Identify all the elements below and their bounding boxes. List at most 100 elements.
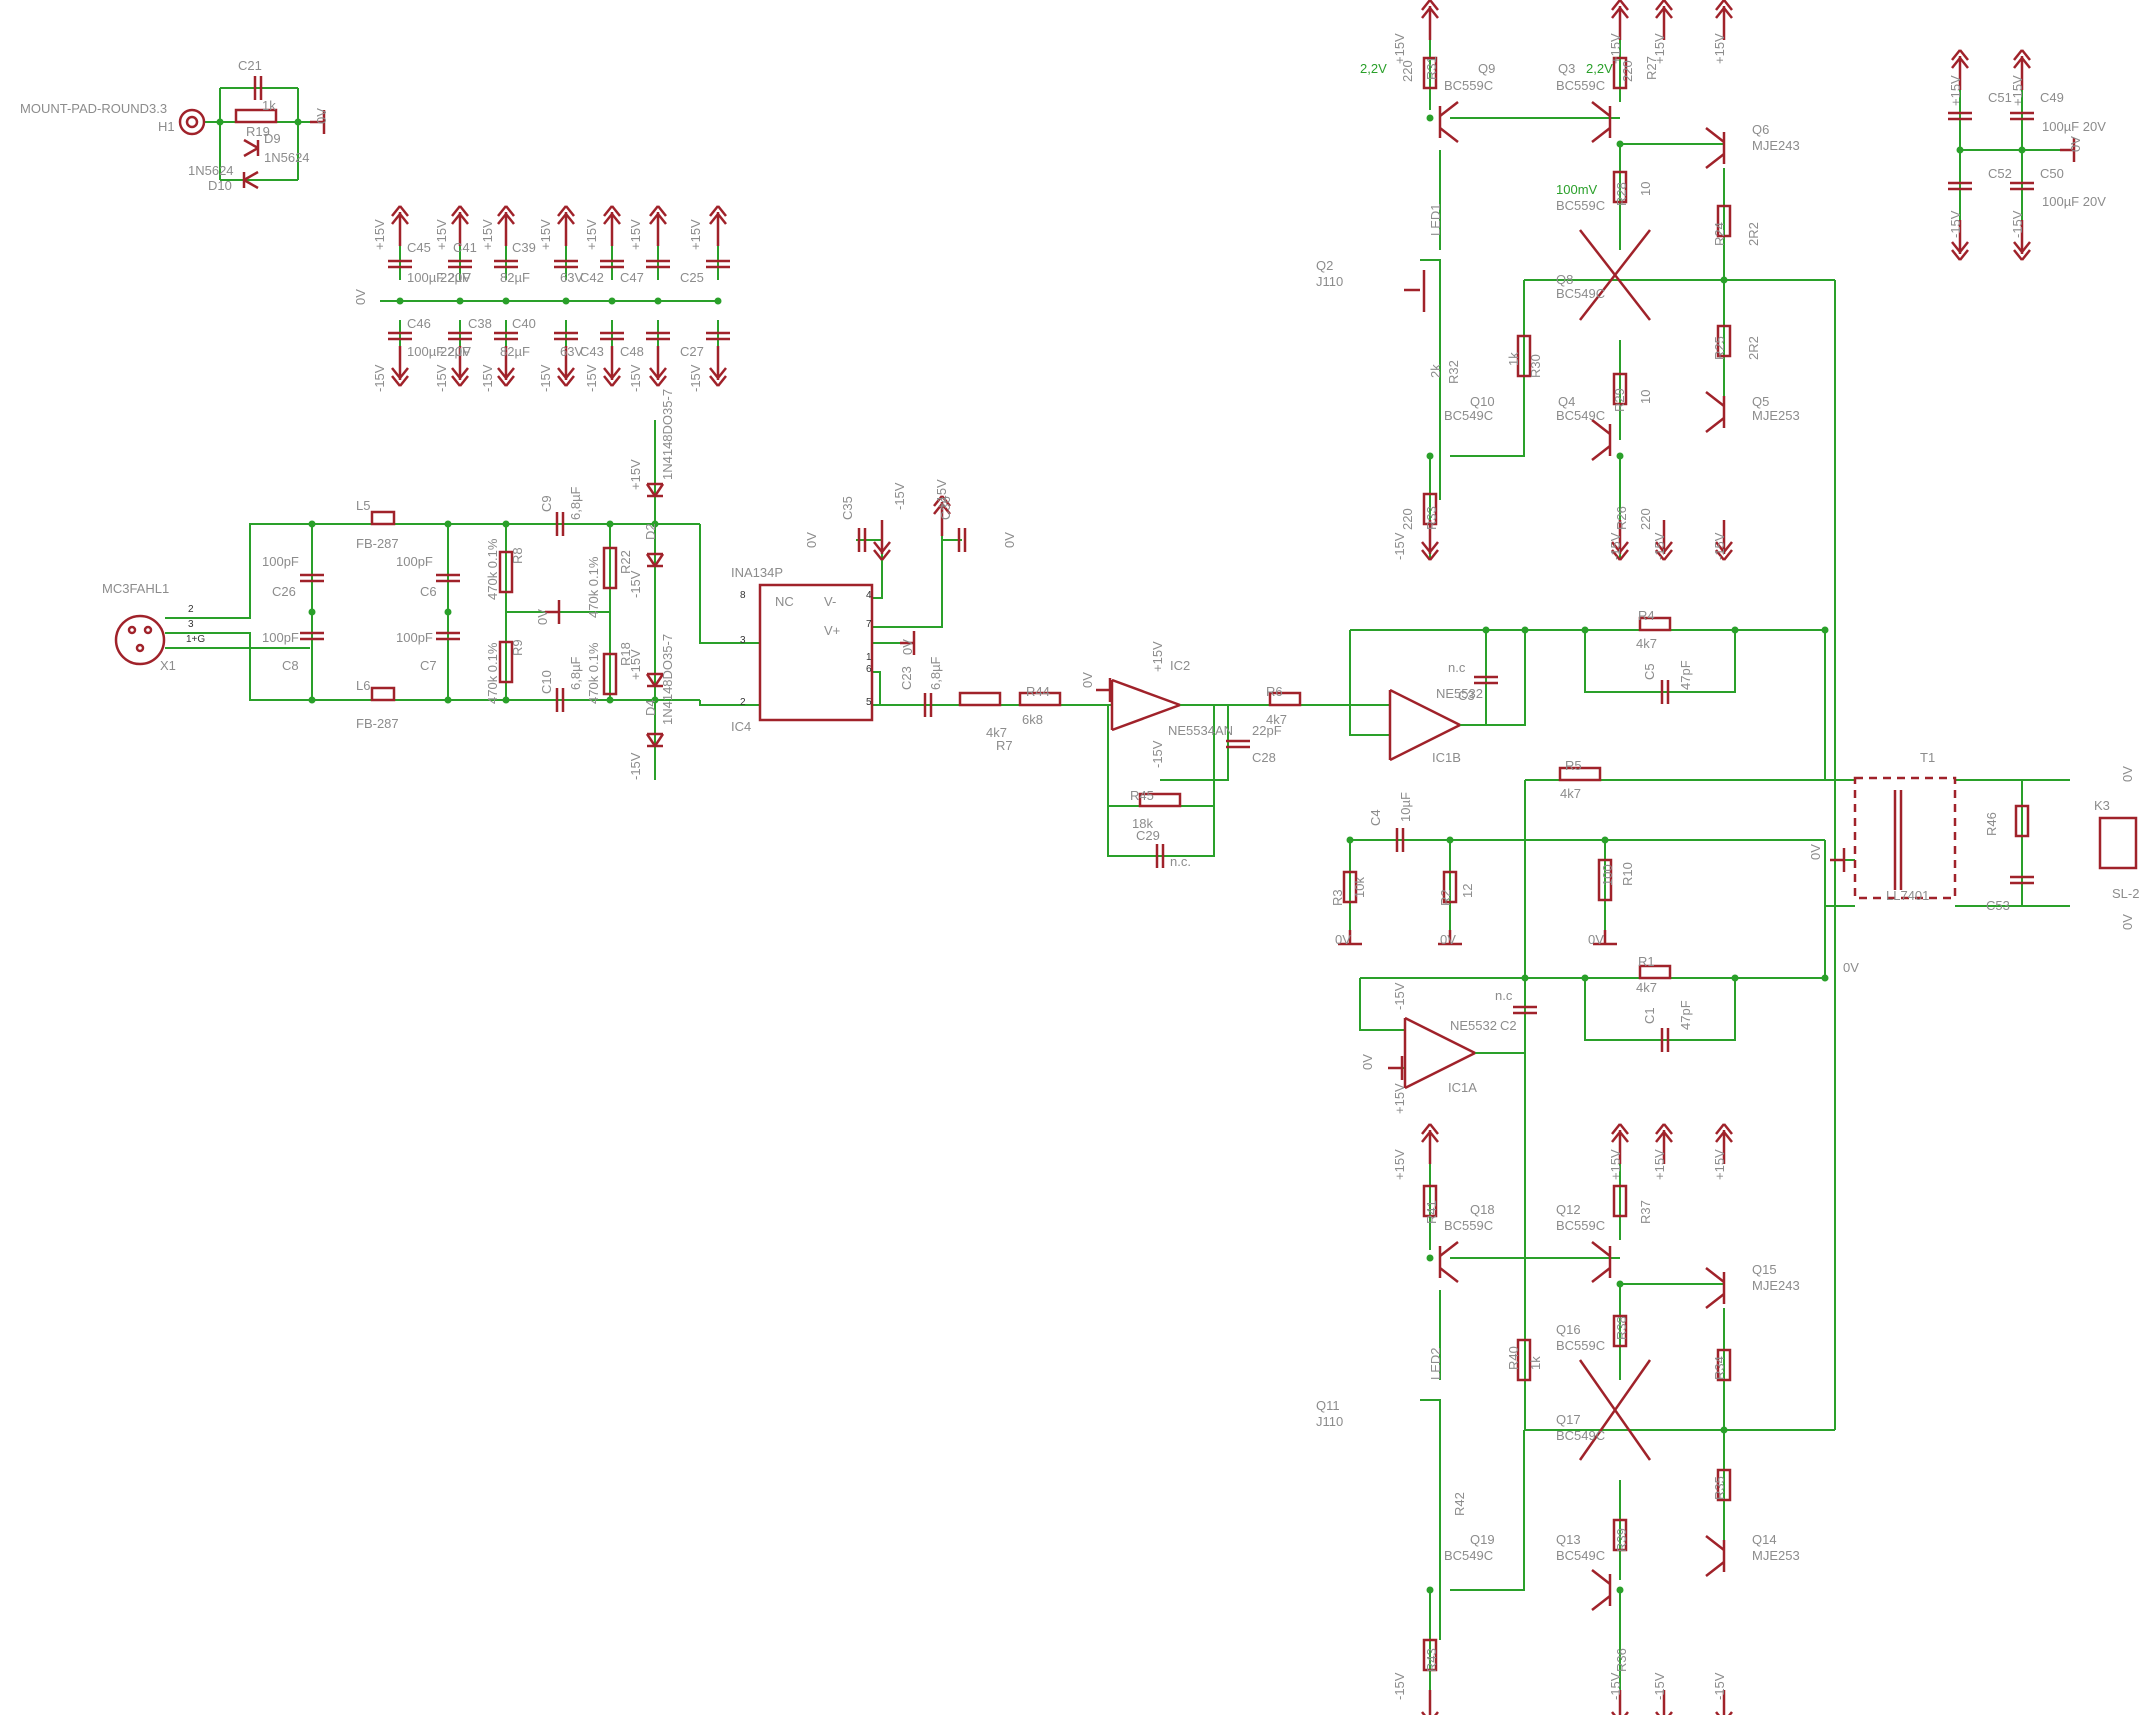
- symbol-stroke: [1421, 0, 1431, 11]
- label-r25: R25: [1712, 336, 1727, 360]
- label-r19: R19: [246, 124, 270, 139]
- junction-dot: [444, 520, 452, 528]
- label-r2: R2: [1438, 889, 1453, 906]
- resistor-body: [1268, 691, 1302, 707]
- symbol-stroke: [1715, 1131, 1725, 1143]
- label-q5v: MJE253: [1752, 408, 1800, 423]
- label-r1: R1: [1638, 954, 1655, 969]
- label-c39: C39: [512, 240, 536, 255]
- symbol-stroke: [1611, 1123, 1621, 1135]
- symbol-stroke: [2013, 49, 2023, 61]
- label-r_a1: +15V: [372, 219, 387, 250]
- label-r39: R39: [1614, 1528, 1629, 1552]
- wire: [1450, 280, 1525, 457]
- wire: [1420, 259, 1441, 500]
- symbol-stroke: [1655, 549, 1665, 561]
- label-r5: R5: [1565, 758, 1582, 773]
- label-h1_ref: H1: [158, 119, 175, 134]
- symbol-stroke: [1611, 549, 1621, 561]
- junction-dot: [606, 520, 614, 528]
- label-r7v: 4k7: [986, 725, 1007, 740]
- symbol-stroke: [497, 367, 507, 379]
- symbol-stroke: [1663, 541, 1673, 553]
- label-r35: R35: [1712, 1476, 1727, 1500]
- symbol-stroke: [1591, 101, 1611, 117]
- xlr-pin: [143, 625, 153, 635]
- resistor-body: [1422, 1184, 1438, 1218]
- wire: [1584, 630, 1736, 693]
- wire: [1450, 1430, 1525, 1591]
- label-r26: R26: [1614, 506, 1629, 530]
- symbol-stroke: [557, 205, 567, 217]
- label-r_u3: +15V: [1652, 33, 1667, 64]
- junction-dot: [308, 696, 316, 704]
- label-c41v: 22µF: [440, 270, 470, 285]
- label-r_b3: -15V: [480, 364, 495, 392]
- symbol-stroke: [873, 549, 883, 561]
- label-c10v: 6,8µF: [568, 656, 583, 690]
- resistor-body: [1612, 1518, 1628, 1552]
- wire: [872, 536, 943, 628]
- label-ic1bname: NE5532: [1436, 686, 1483, 701]
- label-r45: R45: [1130, 788, 1154, 803]
- resistor-body: [1716, 204, 1732, 238]
- label-ic4: IC4: [731, 719, 751, 734]
- symbol-stroke: [717, 367, 727, 379]
- label-r_d3: +15V: [628, 649, 643, 680]
- label-r_l5: -15V: [1392, 1672, 1407, 1700]
- symbol-stroke: [1421, 549, 1431, 561]
- symbol-stroke: [1959, 57, 1969, 69]
- junction-dots: [216, 114, 2026, 1594]
- symbol-stroke: [1429, 0, 1439, 11]
- symbol-stroke: [1715, 541, 1725, 553]
- label-r40v: 1k: [1528, 1356, 1543, 1370]
- symbol-stroke: [653, 733, 665, 747]
- label-c4v: 10µF: [1398, 792, 1413, 822]
- symbol-stroke: [1421, 541, 1431, 553]
- symbol-stroke: [1619, 1131, 1629, 1143]
- label-l5v: FB-287: [356, 536, 399, 551]
- wires: [165, 40, 2070, 1690]
- symbol-stroke: [1591, 445, 1611, 461]
- symbol-stroke: [399, 205, 409, 217]
- symbol-stroke: [1611, 0, 1621, 11]
- xlr-pin: [135, 643, 145, 653]
- label-c8: C8: [282, 658, 299, 673]
- symbol-stroke: [1591, 1595, 1611, 1611]
- junction-dot: [396, 297, 404, 305]
- symbol-stroke: [1611, 1711, 1617, 1715]
- symbol-stroke: [459, 205, 469, 217]
- label-c41: C41: [453, 240, 477, 255]
- label-r32v: 2k: [1428, 364, 1443, 378]
- label-r_u6: -15V: [1608, 532, 1623, 560]
- symbol-stroke: [1723, 1123, 1733, 1135]
- resistor-body: [1516, 1338, 1532, 1382]
- junction-dot: [216, 118, 224, 126]
- label-d9v: 1N5624: [264, 150, 310, 165]
- label-r_a6: +15V: [628, 219, 643, 250]
- symbol-stroke: [1723, 549, 1733, 561]
- symbol-stroke: [459, 367, 469, 379]
- symbol-stroke: [1727, 1711, 1733, 1715]
- label-r18v: 470k 0.1%: [586, 642, 601, 704]
- label-c2v: n.c: [1495, 988, 1513, 1003]
- label-q2: Q2: [1316, 258, 1333, 273]
- label-ic4name: INA134P: [731, 565, 783, 580]
- symbol-stroke: [1667, 1711, 1673, 1715]
- label-c27: C27: [680, 344, 704, 359]
- symbol-stroke: [1404, 1051, 1476, 1090]
- label-q8: Q8: [1556, 272, 1573, 287]
- label-r24: R24: [1712, 222, 1727, 246]
- resistor-body: [1638, 964, 1672, 980]
- junction-dot: [1720, 1426, 1728, 1434]
- symbol-stroke: [717, 205, 727, 217]
- resistor-body: [958, 691, 1002, 707]
- label-gnd_ic1a: 0V: [1360, 1054, 1375, 1070]
- wire: [1584, 978, 1736, 1041]
- symbol-stroke: [645, 733, 657, 747]
- wire: [699, 524, 760, 644]
- wire: [165, 523, 700, 619]
- junction-dot: [1601, 836, 1609, 844]
- label-c48: C48: [620, 344, 644, 359]
